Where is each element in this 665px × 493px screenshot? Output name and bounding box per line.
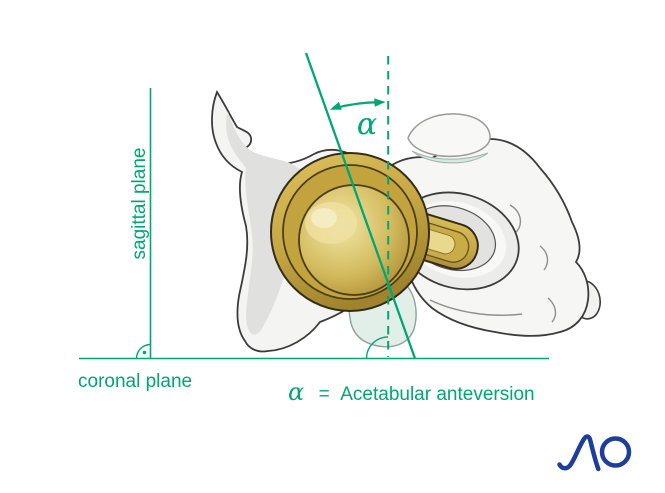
right-angle-dot [142,350,147,355]
ao-logo-letter-o [599,436,632,468]
coronal-plane-label: coronal plane [78,371,192,392]
angle-arc-arrowhead-right [374,98,386,107]
angle-arc-arrowhead-left [330,101,342,110]
ao-logo-letter-a [557,434,601,472]
caption: α = Acetabular anteversion [288,378,535,406]
cup-axis-line [304,52,417,359]
sagittal-plane-label: sagittal plane [129,148,150,260]
ao-logo [557,434,632,472]
trochanter-cartilage-crescent [411,150,489,164]
caption-equals: = [319,384,330,405]
dashed-line-right-angle-arc [365,336,389,359]
hip-axial-illustration [211,89,601,353]
head-highlight-spot [311,208,337,228]
trochanter-tip [407,113,491,158]
femoral-head-implant [298,184,410,296]
angle-symbol: α [357,107,377,142]
caption-text: Acetabular anteversion [340,384,534,405]
caption-alpha-symbol: α [288,378,304,406]
annotation-overlay: sagittal plane coronal plane α [78,52,549,392]
right-angle-marker [135,343,151,359]
hemipelvis-inner-shade [226,112,306,335]
